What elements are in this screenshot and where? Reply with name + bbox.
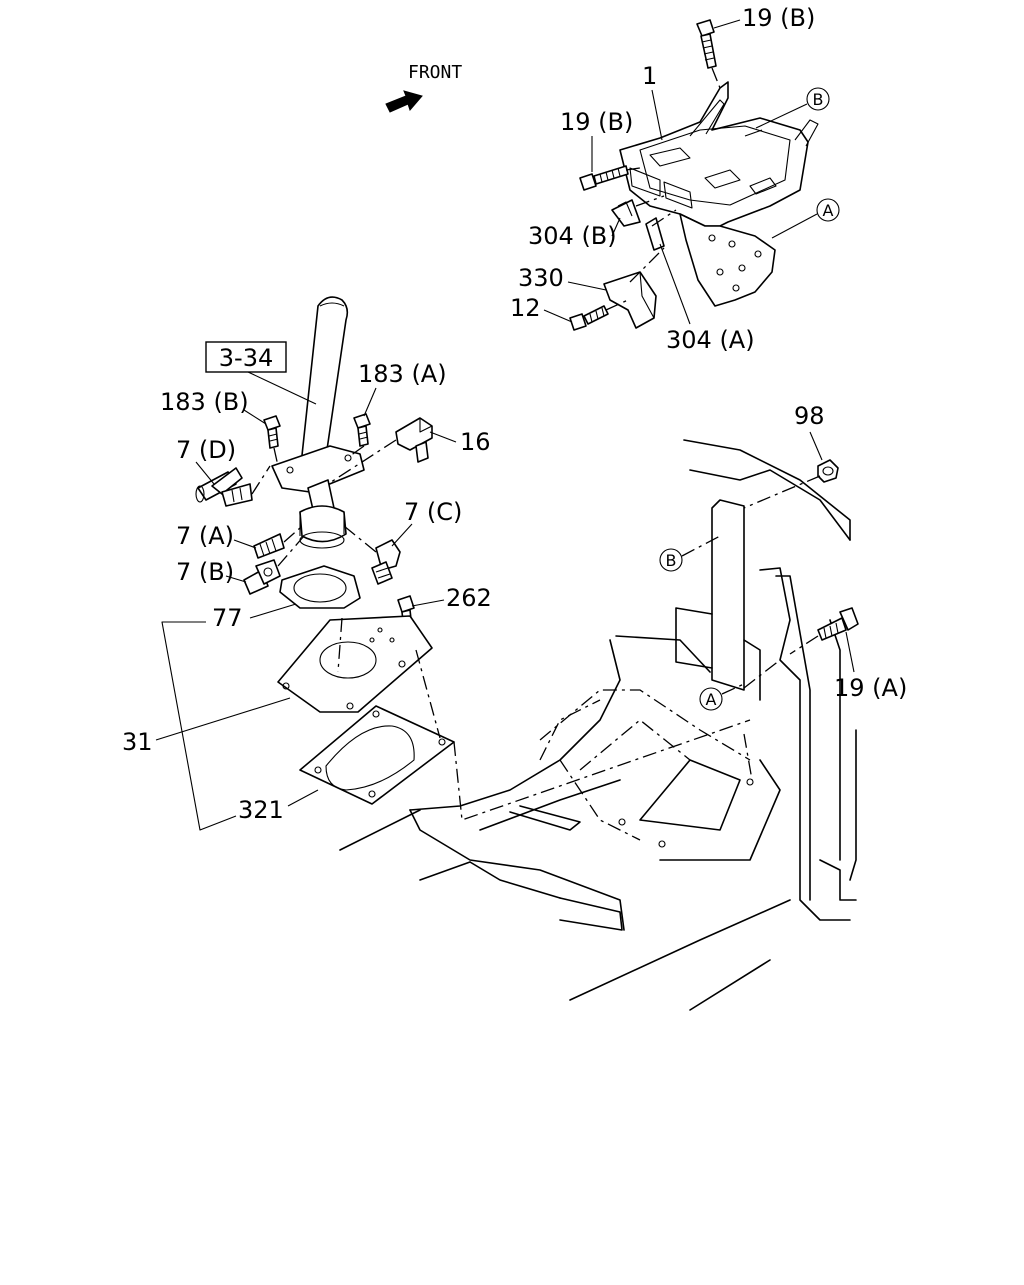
callout-304a: 304 (A) xyxy=(666,326,755,354)
callout-19a: 19 (A) xyxy=(834,674,907,702)
bracket-vertical-plate xyxy=(679,213,776,307)
bolt-183b xyxy=(263,415,281,467)
circle-marker-a-top: A xyxy=(771,198,840,239)
fitting-7d xyxy=(195,465,271,507)
bracket-part-1 xyxy=(619,81,809,227)
plate-31 xyxy=(277,615,433,713)
bracket-assembly xyxy=(619,81,819,307)
fitting-7a xyxy=(253,527,301,559)
bolt-19a xyxy=(789,607,859,655)
bolt-183a xyxy=(349,413,371,457)
callout-7a: 7 (A) xyxy=(176,522,234,550)
nut-98 xyxy=(743,459,839,509)
callout-12: 12 xyxy=(510,294,541,322)
circle-marker-a-frame: A xyxy=(699,683,745,711)
callout-304b: 304 (B) xyxy=(528,222,617,250)
callout-7d: 7 (D) xyxy=(176,436,236,464)
circle-marker-b-frame: B xyxy=(659,535,721,572)
callout-98: 98 xyxy=(794,402,825,430)
callout-183b: 183 (B) xyxy=(160,388,249,416)
callout-31: 31 xyxy=(122,728,153,756)
front-arrow-icon xyxy=(385,90,423,113)
reference-box-label: 3-34 xyxy=(219,344,273,372)
svg-text:A: A xyxy=(823,201,834,220)
reference-box[interactable]: 3-34 xyxy=(205,341,317,405)
shift-lever-assembly xyxy=(271,296,365,549)
lever-base xyxy=(271,445,365,493)
circle-marker-b-top: B xyxy=(755,87,830,129)
callout-321: 321 xyxy=(238,796,284,824)
svg-text:B: B xyxy=(813,90,824,109)
callout-7b: 7 (B) xyxy=(176,558,234,586)
callout-7c: 7 (C) xyxy=(404,498,462,526)
cab-floor-frame xyxy=(339,439,857,1011)
svg-text:B: B xyxy=(666,551,677,570)
callout-330: 330 xyxy=(518,264,564,292)
callout-19b-top: 19 (B) xyxy=(742,4,815,32)
bolt-19b-top xyxy=(696,19,721,89)
callout-183a: 183 (A) xyxy=(358,360,447,388)
callout-19b-left: 19 (B) xyxy=(560,108,633,136)
callouts: 19 (B) 1 19 (B) 304 (B) 330 12 304 (A) 1… xyxy=(122,4,907,824)
group-bracket xyxy=(161,621,237,831)
fitting-7b xyxy=(243,535,305,595)
front-indicator: FRONT xyxy=(385,62,462,113)
switch-16 xyxy=(327,417,433,485)
lever-boot xyxy=(299,296,349,475)
bolt-12 xyxy=(569,299,629,331)
callout-1: 1 xyxy=(642,62,657,90)
fitting-7c xyxy=(343,525,401,585)
valve-body xyxy=(299,505,347,543)
clip-304a xyxy=(645,209,677,251)
callout-262: 262 xyxy=(446,584,492,612)
gasket-77 xyxy=(279,565,361,609)
clip-304b xyxy=(611,195,665,227)
svg-text:A: A xyxy=(706,690,717,709)
bolt-19b-left xyxy=(579,165,641,191)
bracket-330 xyxy=(603,247,665,329)
front-label: FRONT xyxy=(408,62,462,83)
callout-16: 16 xyxy=(460,428,491,456)
callout-77: 77 xyxy=(212,604,243,632)
